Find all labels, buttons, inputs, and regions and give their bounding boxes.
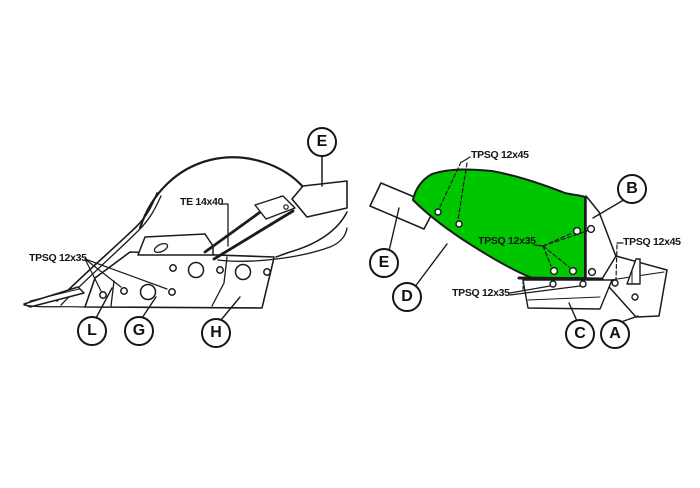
- share-plate-bevel-line: [527, 296, 601, 301]
- leader-tpsq45-top-2: [457, 162, 468, 221]
- leader-C: [568, 302, 578, 322]
- leader-tpsq-3: [84, 258, 168, 290]
- bolt-hole: [434, 208, 442, 216]
- leader-tpsq35-mid-2: [542, 230, 588, 247]
- share-plate-C: [522, 279, 613, 310]
- moldboard-edge-outer: [56, 192, 158, 302]
- leader-tpsq45-right: [615, 244, 618, 281]
- annotation-tpsq-12x45-top: TPSQ 12x45: [471, 149, 529, 161]
- frame-bolt-holes: [99, 261, 271, 301]
- moldboard-dome-outline: [138, 156, 306, 230]
- leader-H: [220, 296, 241, 321]
- bolt-hole: [455, 220, 463, 228]
- leader-E-right: [388, 207, 400, 252]
- part-label-C: C: [565, 319, 595, 349]
- part-label-B: B: [617, 174, 647, 204]
- bolt-hole: [549, 280, 557, 288]
- bolt-hole: [263, 268, 271, 276]
- annotation-tpsq-12x35-left: TPSQ 12x35: [29, 252, 87, 264]
- shank-bar-lower: [212, 209, 295, 261]
- part-letter: H: [210, 324, 222, 341]
- part-label-E-left: E: [307, 127, 337, 157]
- leader-L: [95, 287, 113, 319]
- moldboard-heel-curve: [275, 211, 348, 258]
- leader-G: [141, 296, 157, 319]
- annotation-tpsq-12x35-mid: TPSQ 12x35: [478, 235, 536, 247]
- left-plow-body: [23, 154, 348, 321]
- right-bolt-holes: [434, 208, 639, 301]
- leader-tpsq-1: [84, 258, 102, 292]
- annotation-tpsq-12x35-bottom: TPSQ 12x35: [452, 287, 510, 299]
- leader-tpsq45-top-tick: [461, 156, 471, 163]
- annotation-te-14x40: TE 14x40: [180, 196, 224, 208]
- leader-tpsq35-bottom-2: [509, 285, 581, 296]
- frog-slot: [153, 242, 169, 254]
- part-label-E-right: E: [369, 248, 399, 278]
- part-letter: G: [132, 322, 146, 339]
- shank-bolt-hole: [283, 204, 289, 210]
- part-letter: B: [626, 180, 638, 197]
- landside-fin: [626, 258, 641, 285]
- bolt-hole: [611, 279, 619, 287]
- bolt-hole: [586, 224, 596, 234]
- shank-bracket: [254, 195, 296, 220]
- leader-tpsq35-bottom-1: [509, 285, 551, 294]
- part-label-D: D: [392, 282, 422, 312]
- part-letter: D: [401, 288, 413, 305]
- bolt-hole: [168, 288, 176, 296]
- bolt-hole: [568, 266, 578, 276]
- part-label-A: A: [600, 319, 630, 349]
- bolt-hole: [631, 293, 639, 301]
- leader-tpsq35-mid-4: [542, 245, 570, 268]
- part-letter: E: [378, 254, 390, 271]
- bolt-hole: [169, 264, 177, 272]
- large-hole: [234, 263, 252, 281]
- bolt-hole: [579, 280, 587, 288]
- moldboard-green: [412, 168, 586, 279]
- bolt-hole: [587, 267, 597, 277]
- beam-left: [291, 180, 348, 218]
- right-plow-body: [369, 156, 668, 323]
- heel-blade-A: [601, 255, 668, 318]
- part-letter: C: [574, 325, 586, 342]
- moldboard-underside-curve: [217, 227, 348, 262]
- part-letter: A: [609, 325, 621, 342]
- frame-plate: [84, 251, 275, 309]
- leader-tpsq-2: [84, 258, 122, 288]
- bolt-hole: [120, 287, 128, 295]
- part-label-H: H: [201, 318, 231, 348]
- part-label-G: G: [124, 316, 154, 346]
- annotation-tpsq-12x45-right: TPSQ 12x45: [623, 236, 681, 248]
- bolt-hole: [216, 266, 224, 274]
- leader-B: [592, 197, 628, 219]
- leader-tpsq45-top-1: [438, 161, 462, 210]
- part-label-L: L: [77, 316, 107, 346]
- leader-tpsq35-mid-3: [542, 245, 552, 267]
- bolt-hole: [99, 291, 107, 299]
- moldboard-bottom-edge-thick: [517, 276, 604, 281]
- part-letter: E: [316, 133, 328, 150]
- bolt-hole: [549, 266, 559, 276]
- leader-D: [413, 243, 448, 289]
- share-point-inner-line: [29, 288, 80, 302]
- frog-top-piece: [137, 233, 214, 256]
- leader-te-bolt: [220, 203, 229, 247]
- moldboard-edge-inner: [60, 195, 162, 306]
- large-hole: [187, 261, 205, 279]
- leader-tpsq35-mid-tick: [533, 244, 544, 247]
- part-letter: L: [87, 322, 97, 339]
- share-bottom-line: [23, 304, 86, 308]
- frame-plate-seam-right: [211, 256, 228, 307]
- large-hole: [139, 283, 157, 301]
- frame-plate-seam-left: [110, 280, 115, 307]
- leader-tpsq35-mid-1: [542, 232, 573, 247]
